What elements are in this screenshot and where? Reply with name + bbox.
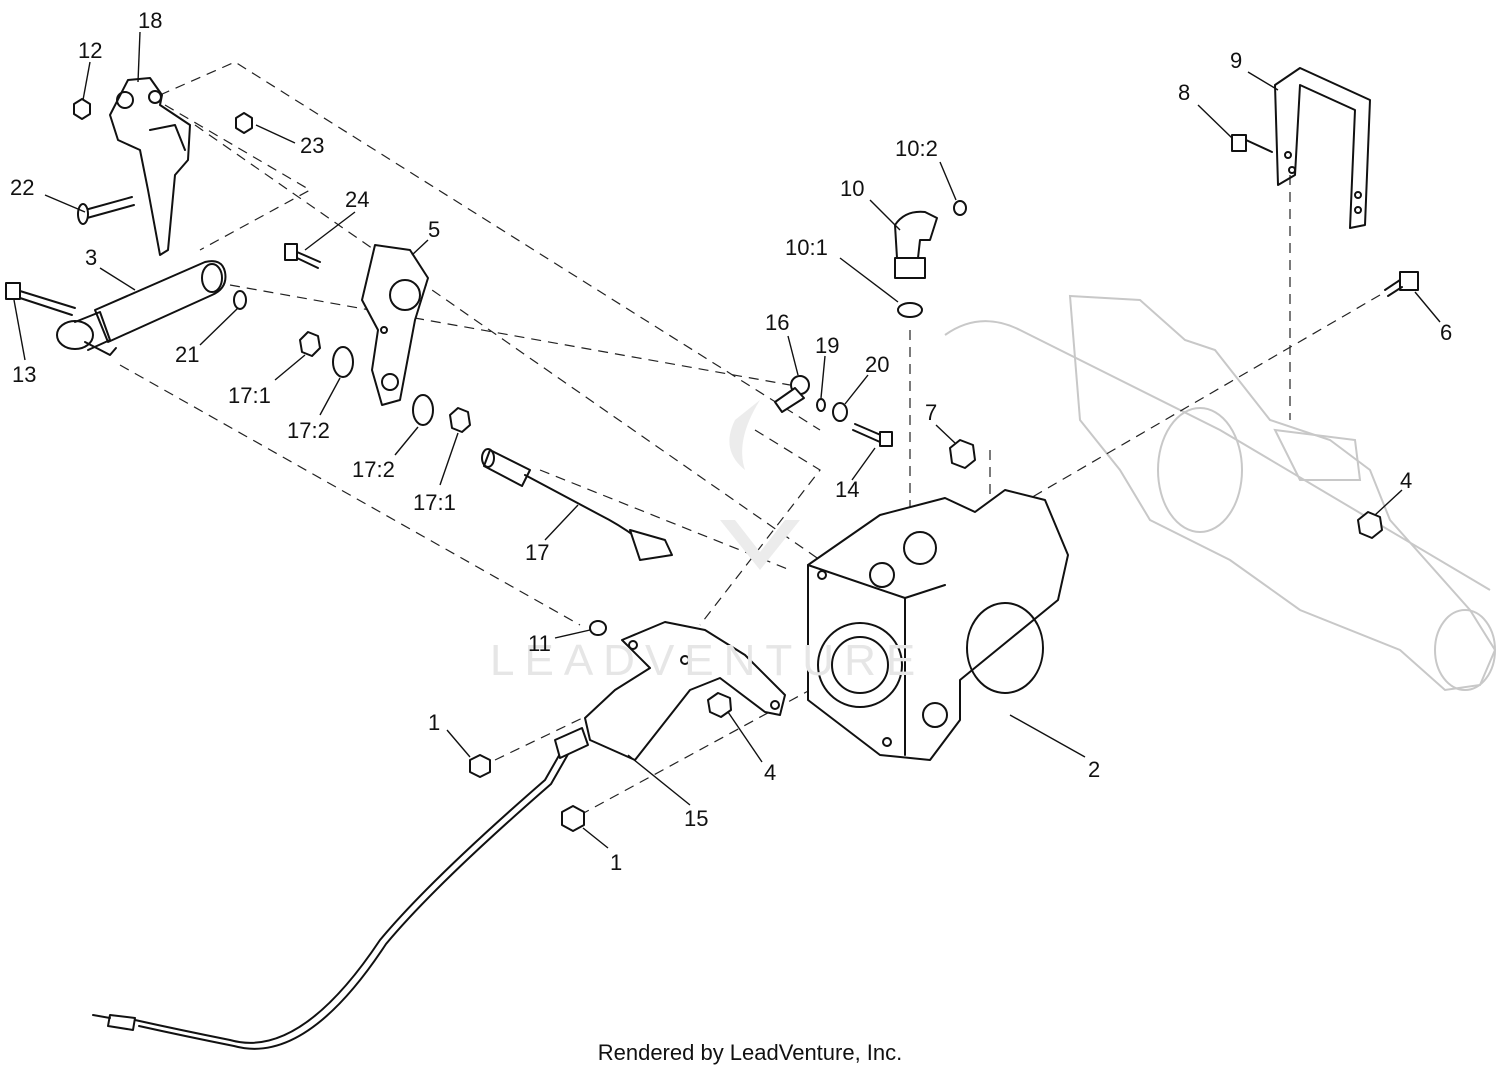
cylinder-3 bbox=[56, 260, 227, 356]
washer-11 bbox=[589, 620, 607, 636]
callout-15: 15 bbox=[684, 806, 708, 831]
callout-19: 19 bbox=[815, 333, 839, 358]
callout-16: 16 bbox=[765, 310, 789, 335]
bolt-1-lower bbox=[561, 805, 585, 832]
nut-4-left bbox=[707, 692, 732, 718]
callout-1-lower: 1 bbox=[610, 850, 622, 875]
callout-11: 11 bbox=[528, 631, 551, 656]
nut-17-1-left bbox=[299, 331, 321, 357]
callout-23: 23 bbox=[300, 133, 324, 158]
callout-21: 21 bbox=[175, 342, 199, 367]
callout-24: 24 bbox=[345, 187, 369, 212]
callout-20: 20 bbox=[865, 352, 889, 377]
callout-12: 12 bbox=[78, 38, 102, 63]
o-ring-10-2 bbox=[953, 200, 967, 216]
callout-5: 5 bbox=[428, 217, 440, 242]
callout-7: 7 bbox=[925, 400, 937, 425]
bolt-24 bbox=[284, 243, 321, 269]
bolt-8 bbox=[1231, 134, 1273, 153]
callout-10-1: 10:1 bbox=[785, 235, 828, 260]
control-cable bbox=[92, 727, 589, 1050]
bolt-14 bbox=[852, 423, 893, 447]
callout-13: 13 bbox=[12, 362, 36, 387]
washer-17-2-left bbox=[332, 346, 354, 378]
pump-2 bbox=[807, 489, 1069, 761]
rod-end-16 bbox=[774, 375, 810, 413]
frame-ghost bbox=[944, 294, 1497, 692]
bolt-13 bbox=[5, 282, 76, 316]
nut-4-right bbox=[1357, 511, 1383, 539]
bracket-15 bbox=[584, 621, 786, 761]
leadventure-watermark: LEADVENTURE bbox=[490, 400, 925, 685]
callout-9: 9 bbox=[1230, 48, 1242, 73]
assembly-dashes bbox=[119, 61, 1381, 816]
callout-17-2-left: 17:2 bbox=[287, 418, 330, 443]
o-ring-10-1 bbox=[897, 302, 923, 318]
plate-5 bbox=[361, 244, 429, 406]
callout-1-upper: 1 bbox=[428, 710, 440, 735]
ring-21 bbox=[233, 290, 247, 310]
callout-17-2-right: 17:2 bbox=[352, 457, 395, 482]
callout-14: 14 bbox=[835, 477, 859, 502]
lever-18 bbox=[109, 77, 191, 256]
credit-line: Rendered by LeadVenture, Inc. bbox=[597, 1040, 903, 1065]
callout-10: 10 bbox=[840, 176, 864, 201]
callout-10-2: 10:2 bbox=[895, 136, 938, 161]
callout-4-right: 4 bbox=[1400, 468, 1412, 493]
nut-12 bbox=[73, 98, 91, 120]
bolt-1-upper bbox=[469, 754, 491, 778]
watermark-text: LEADVENTURE bbox=[490, 636, 925, 685]
callout-4-left: 4 bbox=[764, 760, 776, 785]
callout-17-1-left: 17:1 bbox=[228, 383, 271, 408]
callout-18: 18 bbox=[138, 8, 162, 33]
callout-17-1-right: 17:1 bbox=[413, 490, 456, 515]
callout-22: 22 bbox=[10, 175, 34, 200]
callouts: 18 12 23 22 3 13 21 24 5 17:1 17:2 17:2 … bbox=[10, 8, 1452, 875]
bolt-6 bbox=[1384, 271, 1419, 297]
callout-3: 3 bbox=[85, 245, 97, 270]
leader-lines bbox=[13, 31, 1441, 849]
callout-17: 17 bbox=[525, 540, 549, 565]
sensor-17 bbox=[481, 448, 673, 561]
callout-2: 2 bbox=[1088, 757, 1100, 782]
washer-19 bbox=[816, 398, 826, 412]
nut-17-1-right bbox=[449, 407, 471, 433]
callout-6: 6 bbox=[1440, 320, 1452, 345]
nut-23 bbox=[235, 112, 253, 134]
washer-17-2-right bbox=[412, 394, 434, 426]
pin-22 bbox=[77, 196, 135, 225]
nut-7 bbox=[949, 439, 976, 469]
elbow-10 bbox=[894, 210, 938, 279]
callout-8: 8 bbox=[1178, 80, 1190, 105]
bracket-9 bbox=[1274, 67, 1371, 229]
washer-20 bbox=[832, 402, 848, 422]
